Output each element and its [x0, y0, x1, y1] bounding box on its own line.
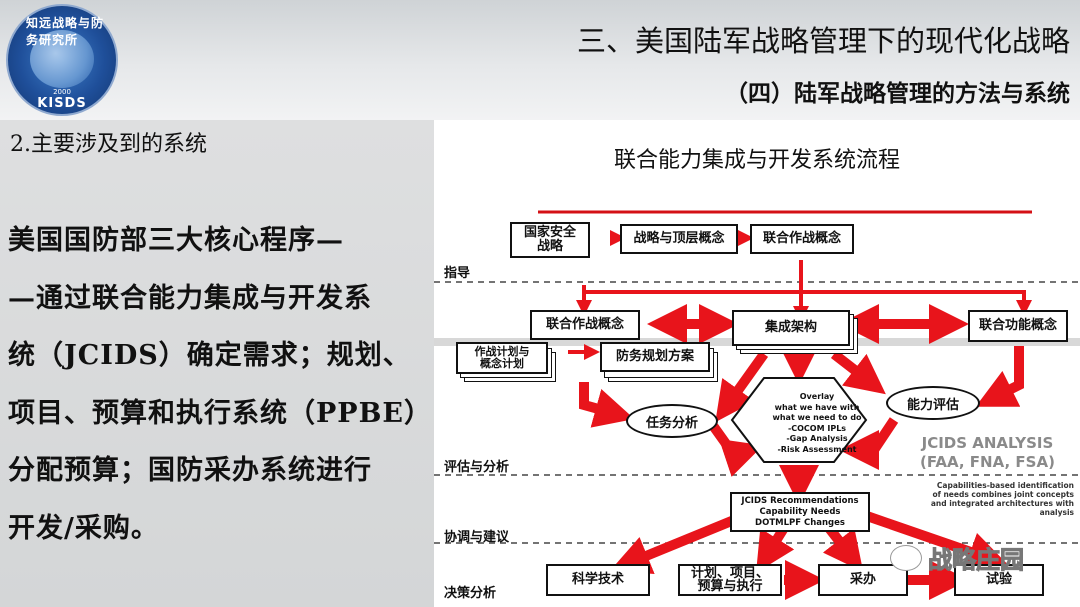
jcids-analysis-label: JCIDS ANALYSIS (FAA, FNA, FSA) — [920, 434, 1055, 472]
oval-mission-analysis: 任务分析 — [626, 404, 718, 438]
body-line: 项目、预算和执行系统（PPBE） — [8, 397, 433, 429]
body-line: 分配预算；国防采办系统进行 — [8, 455, 372, 486]
box-op-plans: 作战计划与概念计划 — [456, 342, 548, 374]
logo-year: 2000 — [53, 88, 71, 96]
arrow-function-to-capability — [975, 346, 1024, 407]
diagram-title: 联合能力集成与开发系统流程 — [613, 148, 900, 173]
box-sci-tech: 科学技术 — [546, 564, 650, 596]
stage-label-guidance: 指导 — [444, 266, 471, 281]
slide-header — [0, 0, 1080, 120]
box-joint-ops-top: 联合作战概念 — [750, 224, 854, 254]
left-panel — [0, 120, 434, 607]
arrow-capability-down — [839, 417, 899, 470]
jcids-note-line: and integrated architectures with analys… — [930, 499, 1074, 517]
jcids-analysis-line: (FAA, FNA, FSA) — [920, 453, 1055, 471]
box-recommendations: JCIDS Recommendations Capability Needs D… — [730, 492, 870, 532]
overlay-hexagon — [730, 377, 868, 463]
jcids-note-line: of needs combines joint concepts — [932, 490, 1074, 499]
arrow-rec-to-acq — [822, 524, 864, 572]
box-integrated-arch: 集成架构 — [732, 310, 850, 346]
arrow-arch-to-mission — [715, 351, 769, 423]
body-line: 统（JCIDS）确定需求；规划、 — [8, 340, 411, 371]
arrow-arch-to-capability — [830, 350, 886, 395]
box-defense-planning: 防务规划方案 — [600, 342, 710, 372]
overlay-line: -Gap Analysis — [786, 434, 848, 443]
recommendation-line: JCIDS Recommendations — [741, 495, 859, 506]
stage-label-coordination: 协调与建议 — [444, 530, 510, 545]
wechat-icon — [890, 544, 922, 571]
logo-ring-text: 知远战略与防务研究所 — [26, 16, 105, 47]
jcids-flow-diagram: 联合能力集成与开发系统流程 指导 评估与分析 协调与建议 决策分析 国家安全战略… — [434, 120, 1080, 607]
box-joint-ops: 联合作战概念 — [530, 310, 640, 340]
overlay-line: what we have with — [774, 402, 860, 412]
thick-arrows — [579, 304, 1024, 600]
box-joint-function: 联合功能概念 — [968, 310, 1068, 342]
overlay-line: what we need to do — [772, 413, 862, 422]
stage-label-decision: 决策分析 — [444, 586, 497, 601]
kisds-logo: 知远战略与防务研究所 2000 KISDS — [6, 4, 118, 116]
jcids-note: Capabilities-based identification of nee… — [910, 481, 1074, 517]
overlay-line: -COCOM IPLs — [787, 423, 847, 433]
recommendation-line: DOTMLPF Changes — [755, 517, 845, 528]
arrow-left-to-mission — [579, 382, 635, 428]
box-test: 试验 — [954, 564, 1044, 596]
thin-connectors — [568, 230, 1032, 360]
watermark: 战略庄园 — [890, 540, 1025, 575]
overlay-text: Overlay what we have with what we need t… — [752, 392, 882, 455]
overlay-line: Overlay — [799, 392, 835, 401]
body-line: 美国国防部三大核心程序— — [8, 225, 344, 256]
body-line: —通过联合能力集成与开发系 — [8, 282, 372, 314]
arrow-rec-to-ppbe — [756, 525, 795, 573]
globe-icon — [30, 30, 94, 88]
arrow-rec-to-test — [862, 510, 1009, 571]
overlay-line: -Risk Assessment — [777, 444, 857, 454]
stage-label-assessment: 评估与分析 — [444, 460, 510, 475]
slide-title: 三、美国陆军战略管理下的现代化战略 — [576, 24, 1070, 58]
section-title: 2.主要涉及到的系统 — [10, 132, 207, 157]
oval-capability-assessment: 能力评估 — [886, 386, 980, 420]
arrow-mission-down — [704, 417, 764, 477]
logo-acronym: KISDS — [37, 96, 87, 111]
jcids-analysis-line: JCIDS ANALYSIS — [921, 434, 1054, 452]
jcids-note-line: Capabilities-based identification — [936, 481, 1074, 490]
box-acquisition: 采办 — [818, 564, 908, 596]
box-national-strategy: 国家安全战略 — [510, 222, 590, 258]
slide-subtitle: （四）陆军战略管理的方法与系统 — [725, 80, 1070, 107]
watermark-text: 战略庄园 — [928, 546, 1025, 575]
arrow-rec-to-scitech — [610, 515, 736, 575]
body-line: 开发/采购。 — [8, 512, 159, 544]
recommendation-line: Capability Needs — [759, 506, 841, 517]
box-strategy-concepts: 战略与顶层概念 — [620, 224, 738, 254]
box-ppbe: 计划、项目、预算与执行 — [678, 564, 782, 596]
body-text: 美国国防部三大核心程序— —通过联合能力集成与开发系 统（JCIDS）确定需求；… — [8, 212, 433, 557]
arrow-top-right — [582, 285, 1032, 316]
